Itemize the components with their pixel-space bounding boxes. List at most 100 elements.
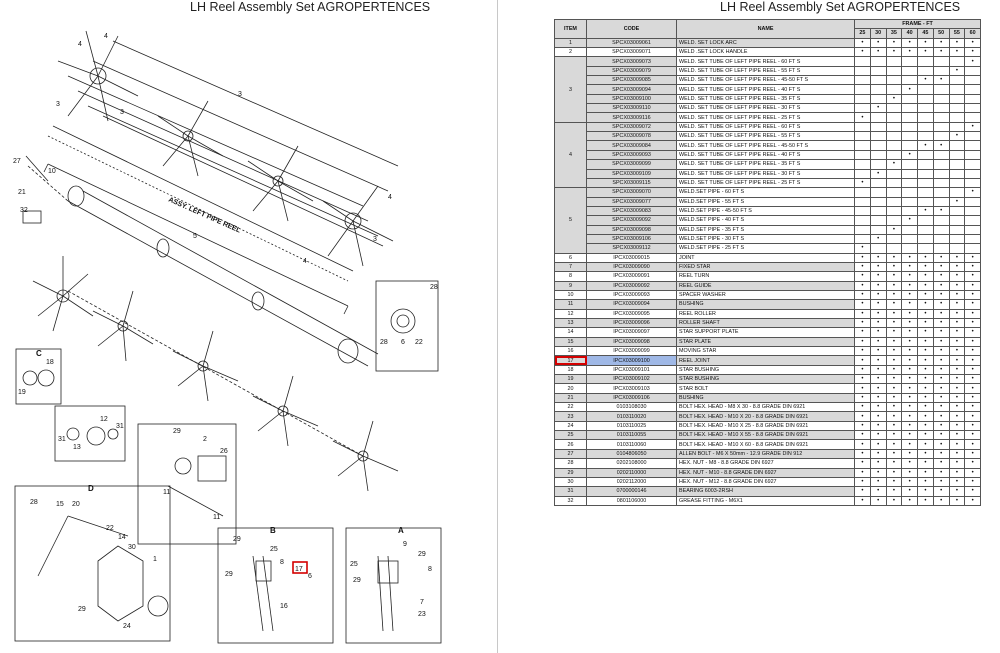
cell-frame-mark <box>917 187 934 198</box>
cell-frame-mark <box>854 65 871 77</box>
cell-frame-mark <box>885 243 903 254</box>
cell-frame-mark: • <box>932 140 950 151</box>
cell-name: JOINT <box>676 252 855 263</box>
cell-frame-mark <box>854 168 871 179</box>
cell-frame-mark: • <box>854 355 871 366</box>
cell-frame-mark: • <box>885 308 903 320</box>
cell-frame-mark: • <box>869 289 887 301</box>
cell-frame-mark <box>932 121 950 133</box>
cell-frame-mark: • <box>885 364 903 376</box>
cell-code: IPCX03009099 <box>586 346 677 357</box>
cell-item: 12 <box>554 308 587 320</box>
cell-frame-mark <box>964 65 982 77</box>
cell-name: WELD. SET TUBE OF LEFT PIPE REEL - 25 FT… <box>676 177 855 189</box>
cell-frame-mark <box>885 56 903 67</box>
cell-frame-mark <box>917 56 934 67</box>
cell-frame-mark: • <box>854 47 871 58</box>
cell-frame-mark: • <box>932 420 950 432</box>
cell-name: REEL TURN <box>676 271 855 282</box>
cell-frame-mark <box>964 196 982 207</box>
cell-frame-mark: • <box>964 187 982 198</box>
callout-4: 4 <box>104 33 108 40</box>
cell-frame-mark <box>885 215 903 226</box>
cell-frame-mark <box>964 93 982 105</box>
cell-frame-mark: • <box>869 327 887 338</box>
cell-frame-mark <box>854 75 871 86</box>
cell-frame-mark <box>964 205 982 217</box>
cell-frame-mark <box>932 131 950 142</box>
cell-frame-mark: • <box>885 411 903 422</box>
cell-name: WELD.SET PIPE - 60 FT S <box>676 187 855 198</box>
callout-29f: 29 <box>353 577 361 584</box>
cell-frame-mark: • <box>885 458 903 469</box>
callout-4c: 4 <box>388 194 392 201</box>
cell-frame-mark <box>901 121 918 133</box>
cell-frame-mark: • <box>932 280 950 291</box>
cell-code: SPCX03009083 <box>586 205 677 217</box>
cell-code: IPCX03009015 <box>586 252 677 263</box>
cell-frame-mark <box>948 187 966 198</box>
cell-code: SPCX03009116 <box>586 112 677 123</box>
cell-frame-mark <box>948 121 966 133</box>
cell-frame-mark: • <box>932 402 950 413</box>
cell-name: WELD. SET TUBE OF LEFT PIPE REEL - 55 FT… <box>676 65 855 77</box>
cell-frame-mark <box>901 159 918 170</box>
cell-frame-mark <box>917 121 934 133</box>
cell-item: 13 <box>554 317 587 329</box>
cell-item: 3 <box>554 56 587 123</box>
cell-frame-mark <box>948 103 966 114</box>
cell-frame-mark <box>854 159 871 170</box>
cell-frame-mark <box>932 243 950 254</box>
cell-frame-mark: • <box>917 47 934 58</box>
cell-frame-mark: • <box>964 355 982 366</box>
cell-name: STAR BUSHING <box>676 364 855 376</box>
cell-code: 0103110020 <box>586 411 677 422</box>
callout-14: 14 <box>118 534 126 541</box>
cell-frame-mark: • <box>869 476 887 488</box>
callout-8b: 8 <box>428 566 432 573</box>
header-frame-size: 25 <box>854 28 871 39</box>
cell-frame-mark: • <box>917 140 934 151</box>
cell-frame-mark: • <box>901 476 918 488</box>
callout-32: 32 <box>20 207 28 214</box>
cell-frame-mark: • <box>901 374 918 385</box>
cell-frame-mark: • <box>885 383 903 394</box>
cell-name: WELD .SET LOCK HANDLE <box>676 47 855 58</box>
callout-3d: 3 <box>373 236 377 243</box>
cell-frame-mark: • <box>854 383 871 394</box>
cell-frame-mark: • <box>901 149 918 161</box>
cell-frame-mark: • <box>854 439 871 450</box>
cell-frame-mark: • <box>948 280 966 291</box>
cell-frame-mark: • <box>901 252 918 263</box>
cell-frame-mark <box>964 177 982 189</box>
cell-frame-mark: • <box>901 271 918 282</box>
callout-5: 5 <box>193 233 197 240</box>
cell-frame-mark: • <box>948 299 966 310</box>
cell-frame-mark <box>901 224 918 235</box>
cell-frame-mark <box>869 243 887 254</box>
cell-frame-mark: • <box>869 486 887 497</box>
cell-frame-mark: • <box>917 476 934 488</box>
cell-code: 0103110025 <box>586 420 677 432</box>
cell-item: 29 <box>554 467 587 478</box>
cell-frame-mark: • <box>932 75 950 86</box>
cell-item: 22 <box>554 402 587 413</box>
cell-frame-mark <box>964 168 982 179</box>
cell-name: BOLT HEX. HEAD - M10 X 25 - 8.8 GRADE DI… <box>676 420 855 432</box>
cell-item: 31 <box>554 486 587 497</box>
cell-frame-mark: • <box>885 93 903 105</box>
callout-29c: 29 <box>233 536 241 543</box>
cell-name: STAR BUSHING <box>676 374 855 385</box>
cell-item: 2 <box>554 47 587 58</box>
